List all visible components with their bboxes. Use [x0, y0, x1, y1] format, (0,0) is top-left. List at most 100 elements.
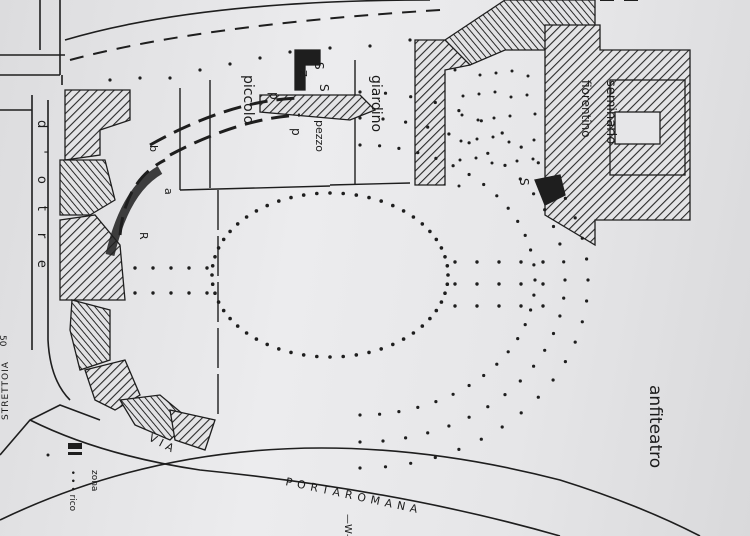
plan-dot: [381, 439, 385, 443]
plan-dot: [541, 282, 545, 286]
plan-dot: [453, 304, 457, 308]
plan-dot: [533, 278, 537, 282]
plan-dot: [434, 237, 439, 242]
road-label-dotre: d'otre: [34, 120, 49, 290]
plan-dot: [518, 379, 522, 383]
plan-dot: [479, 437, 483, 441]
plan-dot: [315, 354, 319, 359]
plan-dot: [457, 184, 461, 188]
plan-dot: [416, 151, 420, 155]
plan-dot: [328, 191, 332, 195]
plan-dot: [573, 216, 577, 220]
radial-dot-rows: [133, 260, 545, 308]
amphitheatre-arc-solid: [105, 166, 163, 257]
plan-dot: [457, 109, 461, 113]
plan-dot: [532, 293, 536, 297]
plan-dot: [379, 199, 384, 203]
plan-dot: [358, 466, 362, 470]
plan-dot: [210, 282, 215, 287]
plan-dot: [531, 157, 535, 161]
plan-dot: [439, 246, 444, 250]
plan-dot: [244, 331, 249, 335]
hatched-buildings: [59, 0, 691, 451]
plan-dot: [133, 291, 137, 295]
plan-dot: [301, 353, 306, 357]
plan-dot: [453, 260, 457, 264]
label-p1: p: [289, 128, 303, 136]
plan-dot: [443, 254, 447, 259]
plan-dot: [426, 125, 430, 129]
plan-dot: [519, 411, 523, 415]
plan-dot: [479, 119, 483, 123]
street-label-portaromana: PORTAROMANA: [284, 475, 423, 517]
plan-dot: [383, 91, 388, 95]
plan-dot: [523, 323, 527, 327]
plan-dot: [519, 260, 523, 264]
plan-dot: [585, 257, 589, 261]
plan-dot: [445, 264, 450, 268]
plan-dot: [490, 161, 494, 165]
plan-dot: [411, 215, 416, 219]
label-b: b: [147, 145, 160, 152]
plan-dot: [563, 196, 568, 200]
plan-dot: [453, 68, 457, 72]
plan-dot: [205, 266, 209, 270]
label-seminario-sub: fiorentino: [579, 80, 593, 138]
plan-dot: [404, 120, 408, 124]
plan-dot: [518, 177, 522, 181]
plan-dot: [358, 90, 362, 94]
label-a: a: [162, 188, 175, 195]
plan-dot: [446, 273, 450, 277]
plan-dot: [221, 308, 226, 313]
plan-dot: [420, 324, 425, 328]
plan-dot: [580, 320, 584, 324]
plan-dot: [515, 159, 519, 163]
plan-dot: [228, 316, 232, 321]
legend-marks: [46, 443, 82, 457]
plan-dot: [409, 461, 413, 465]
plan-dot: [494, 71, 498, 75]
plan-dot: [458, 158, 462, 162]
plan-dot: [315, 191, 319, 196]
plan-dot: [497, 260, 501, 264]
legend-zona: zona: [89, 470, 99, 491]
arena-ellipse-dots: [210, 191, 450, 359]
plan-dot: [341, 354, 346, 359]
plan-dot: [551, 378, 555, 382]
plan-dot: [213, 254, 217, 259]
plan-dot: [358, 413, 362, 417]
plan-dot: [503, 163, 507, 167]
plan-dot: [475, 282, 479, 286]
caption-anfiteatro: anfiteatro: [645, 385, 665, 468]
plan-dot: [532, 364, 536, 368]
plan-dot: [551, 178, 555, 182]
plan-dot: [563, 278, 567, 282]
plan-dot: [562, 296, 566, 300]
plan-dot: [428, 316, 432, 321]
plan-dot: [529, 248, 533, 252]
plan-dot: [475, 260, 479, 264]
plan-dot: [443, 291, 447, 296]
plan-dot: [497, 282, 501, 286]
plan-dot: [516, 219, 520, 223]
property-lines: [179, 60, 411, 420]
label-pezzo: pezzo: [313, 120, 326, 152]
plan-dot: [532, 192, 536, 196]
plan-dot: [391, 342, 395, 347]
plan-dot: [508, 114, 512, 118]
plan-dot: [341, 191, 346, 196]
plan-dot: [379, 347, 384, 351]
plan-dot: [221, 237, 226, 242]
label-piccolo: piccolo: [240, 75, 256, 124]
plan-dot: [151, 266, 155, 270]
plan-dot: [397, 410, 401, 414]
plan-dot: [391, 203, 395, 208]
plan-dot: [354, 193, 359, 197]
label-p2: p: [267, 92, 281, 100]
plan-dot: [434, 308, 439, 313]
plan-dot: [265, 203, 270, 208]
plan-dot: [510, 69, 514, 73]
plan-dot: [491, 135, 495, 139]
label-r: R: [137, 232, 150, 240]
plan-dot: [169, 291, 173, 295]
